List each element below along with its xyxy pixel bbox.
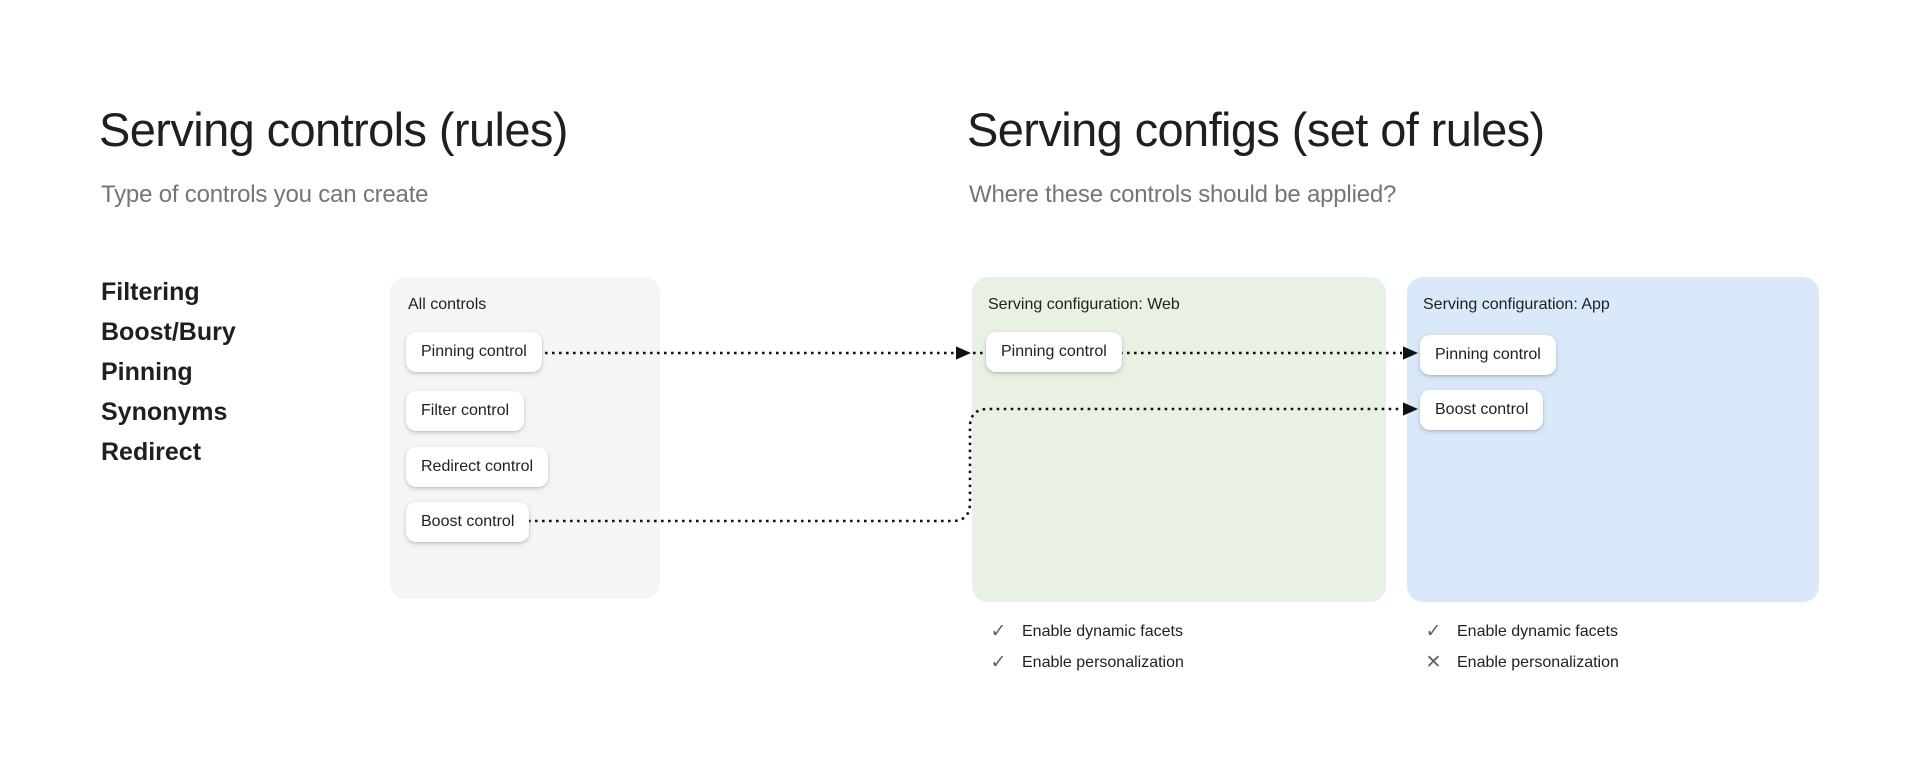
serving-config-web-card: Serving configuration: Web [972,277,1386,602]
chip-boost-control-app: Boost control [1420,390,1544,430]
chip-pinning-control-app: Pinning control [1420,335,1556,375]
chip-pinning-control-all: Pinning control [406,332,542,372]
chip-redirect-control-all: Redirect control [406,447,549,487]
feature-label: Enable dynamic facets [1022,622,1183,640]
app-feature-list: ✓ Enable dynamic facets ✕ Enable persona… [1423,621,1619,673]
web-feature-personalization: ✓ Enable personalization [988,652,1184,673]
right-section-subtitle: Where these controls should be applied? [969,181,1397,208]
control-type-filtering: Filtering [101,278,200,306]
control-type-synonyms: Synonyms [101,398,228,426]
serving-config-app-card: Serving configuration: App [1407,277,1819,602]
serving-config-web-label: Serving configuration: Web [988,296,1180,313]
feature-label: Enable dynamic facets [1457,622,1618,640]
right-section-title: Serving configs (set of rules) [967,103,1545,156]
all-controls-card: All controls [390,277,660,599]
web-feature-list: ✓ Enable dynamic facets ✓ Enable persona… [988,621,1184,673]
feature-label: Enable personalization [1457,653,1619,671]
control-type-boost-bury: Boost/Bury [101,318,236,346]
x-icon: ✕ [1425,652,1442,673]
all-controls-card-label: All controls [408,296,487,313]
left-section-subtitle: Type of controls you can create [101,181,429,208]
chip-pinning-control-web: Pinning control [986,332,1122,372]
chip-filter-control-all: Filter control [406,391,525,431]
control-type-pinning: Pinning [101,358,193,386]
app-feature-dynamic-facets: ✓ Enable dynamic facets [1423,621,1619,642]
serving-config-app-label: Serving configuration: App [1423,296,1610,313]
feature-label: Enable personalization [1022,653,1184,671]
check-icon: ✓ [990,652,1007,673]
check-icon: ✓ [1425,621,1442,642]
control-type-redirect: Redirect [101,438,202,466]
app-feature-personalization: ✕ Enable personalization [1423,652,1619,673]
left-section-title: Serving controls (rules) [99,103,568,156]
control-types-list: Filtering Boost/Bury Pinning Synonyms Re… [101,272,236,472]
web-feature-dynamic-facets: ✓ Enable dynamic facets [988,621,1184,642]
chip-boost-control-all: Boost control [406,502,530,542]
arrowhead-pinning-to-web-icon [956,346,971,360]
check-icon: ✓ [990,621,1007,642]
